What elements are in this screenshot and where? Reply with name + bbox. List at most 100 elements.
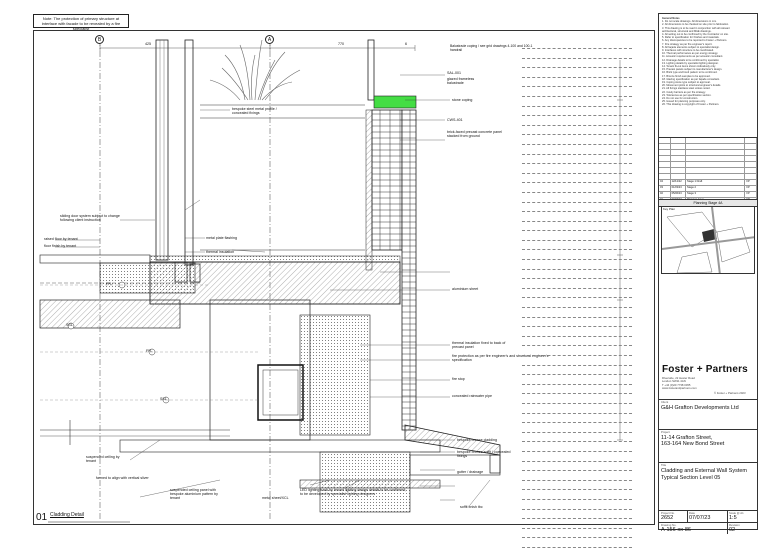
date-cell: Date 07/07/23 — [689, 511, 710, 521]
firm-name: Foster + Partners — [662, 364, 748, 375]
note-line: 21. All fixings stainless steel unless n… — [662, 87, 711, 91]
annotation-ssl-2: SSL — [66, 323, 73, 327]
annotation-suspended-ceiling: suspended ceiling by tenant — [86, 455, 120, 464]
annotation-thermal-precast: thermal insulation fixed to back of prec… — [452, 341, 506, 350]
note-line: 9. Interfaces with structure to be coord… — [662, 49, 714, 53]
annotation-balustrade: glazed frameless balustrade — [447, 77, 475, 86]
project-line-2: 163-164 New Bond Street — [661, 441, 725, 447]
annotation-precast: brick-faced precast concrete panel stack… — [447, 130, 502, 139]
client-name: G&H Grafton Developments Ltd — [661, 405, 739, 411]
planting — [209, 39, 301, 101]
project-number-caption: Project No. — [661, 511, 675, 515]
annotation-fanned: fanned to align with vertical sliver — [96, 476, 149, 480]
title-line-1: Cladding and External Wall System — [661, 468, 748, 474]
dim-top-mid: 770 — [338, 42, 344, 46]
note-line: architectural, structural and M&E drawin… — [662, 29, 712, 33]
project-caption: Project — [661, 430, 670, 434]
drawing-number-cell: Drawing No. A-156-xx-86 — [661, 523, 691, 533]
revision-caption: Revision — [729, 523, 740, 527]
annotation-thermal-insulation: thermal insulation — [206, 250, 235, 254]
note-line: 14. Tenant fit-out items shown indicativ… — [662, 65, 716, 69]
annotation-metal-sheet: metal sheet/XCL — [262, 496, 289, 500]
annotation-fire-protection: fire protection as per fire engineer's a… — [452, 354, 549, 363]
key-plan-label: Key Plan — [663, 207, 676, 211]
annotation-stone-coping: stone coping — [452, 98, 473, 102]
note-line: 7. Fire strategy as per fire engineer's … — [662, 42, 713, 46]
annotation-sal: SAL-001 — [447, 71, 461, 75]
annotation-bronze-cladding: bespoke bronze cladding — [457, 438, 497, 442]
annotation-cws: CWS-401 — [447, 118, 463, 122]
project-number-cell: Project No. 2652 — [661, 511, 675, 521]
detail-number: 01 — [36, 512, 48, 523]
dim-top-left: 425 — [145, 42, 151, 46]
annotation-ssl-1: SSL — [160, 397, 167, 401]
detail-title: 01 Cladding Detail — [36, 512, 84, 523]
note-line: 18. Glazing specification as per façade … — [662, 77, 720, 81]
general-notes: General Notes 1. Do not scale drawings. … — [662, 17, 756, 107]
annotation-bronze-soffit: bespoke bronze soffit / concealed fixing… — [457, 450, 511, 459]
spec-dash-lines — [522, 48, 642, 556]
note-line: 17. Bronze finish samples to be approved… — [662, 74, 711, 78]
date-caption: Date — [689, 511, 695, 515]
drawing-sheet: Note: The protection of primary structur… — [33, 13, 758, 548]
precast-brick-panel — [371, 109, 403, 251]
note-line: 15. Precast panels subject to manufactur… — [662, 68, 723, 72]
note-line: 24. Do not use for construction. — [662, 97, 699, 101]
title-block: General Notes 1. Do not scale drawings. … — [658, 13, 758, 534]
annotation-flashing: metal plate flashing — [206, 236, 237, 240]
annotation-soffit: soffit finish tbc — [460, 505, 483, 509]
annotation-bespoke-metal: bespoke steel metal profile / concealed … — [232, 107, 277, 116]
note-line: 11. Acoustic requirements as per acousti… — [662, 55, 724, 59]
annotation-aluminium: aluminium sheet — [452, 287, 479, 291]
note-line: 23. Tolerances as per specification sect… — [662, 93, 712, 97]
scale-value: 1:5 — [729, 515, 737, 521]
drawing-frame — [33, 30, 655, 525]
annotation-fire-stop: fire stop — [452, 377, 465, 381]
annotation-ffl-2: FFL — [146, 349, 153, 353]
annotation-raised-floor: raised floor by tenant — [44, 237, 78, 241]
notes-heading: General Notes — [662, 17, 680, 20]
grid-bubble-b: B — [95, 35, 104, 44]
key-plan: Key Plan — [661, 206, 755, 274]
date-value: 07/07/23 — [689, 515, 711, 521]
annotation-ceiling-panel: suspended ceiling panel with bespoke alu… — [170, 488, 218, 501]
revision-value: 02 — [729, 527, 736, 533]
annotation-rainwater: concealed rainwater pipe — [452, 394, 492, 398]
note-line: 8. All façade elements subject to specia… — [662, 45, 720, 49]
note-line: 4. All setting out to be confirmed by th… — [662, 33, 729, 37]
note-line: 2. All dimensions to be checked on site … — [662, 23, 729, 27]
note-line: 26. This drawing is copyright of Foster … — [662, 103, 720, 107]
drawing-number-caption: Drawing No. — [661, 523, 677, 527]
note-line: 13. Lighting details by specialist light… — [662, 61, 719, 65]
grid-bubble-a: A — [265, 35, 274, 44]
title-line-2: Typical Section Level 05 — [661, 475, 721, 481]
top-right-note: Balustrade coping / see grid drawings 4-… — [450, 44, 533, 53]
detail-label: Cladding Detail — [50, 512, 84, 518]
note-line: 6. Any discrepancies to be reported to F… — [662, 39, 728, 43]
scale-caption: Scale @ A1 — [729, 511, 744, 515]
firm-address: Riverside, 22 Hester Road London SW11 4A… — [662, 376, 697, 391]
note-line: 1. Do not scale drawings. All dimensions… — [662, 20, 717, 24]
note-line: 25. Issued for planning purposes only. — [662, 100, 706, 104]
annotation-floor-finish: floor finish by tenant — [44, 244, 77, 248]
scale-cell: Scale @ A1 1:5 — [729, 511, 744, 521]
note-line: 3. This drawing is to be read in conjunc… — [662, 26, 730, 30]
title-caption: Title — [661, 463, 667, 467]
note-line: 12. Drainage details to be confirmed by … — [662, 58, 720, 62]
annotation-ffl-1: FFL — [106, 282, 113, 286]
note-line: 22. Cavity barriers as per fire strategy… — [662, 90, 706, 94]
revision-cell: Revision 02 — [729, 523, 740, 533]
coping-stone — [373, 95, 417, 109]
note-line: 10. Thermal performance as per energy st… — [662, 52, 719, 56]
top-note: Note: The protection of primary structur… — [33, 14, 129, 31]
dim-top-right: 6 — [405, 42, 407, 46]
annotation-sliding-door: sliding door system subject to change fo… — [60, 214, 120, 223]
note-line: 19. Coping stone type subject to approva… — [662, 81, 711, 85]
project-number: 2652 — [661, 515, 674, 521]
section-drawing — [39, 39, 623, 523]
project-line-1: 11-14 Grafton Street, — [661, 435, 713, 441]
note-line: 20. Movement joints to structural engine… — [662, 84, 722, 88]
